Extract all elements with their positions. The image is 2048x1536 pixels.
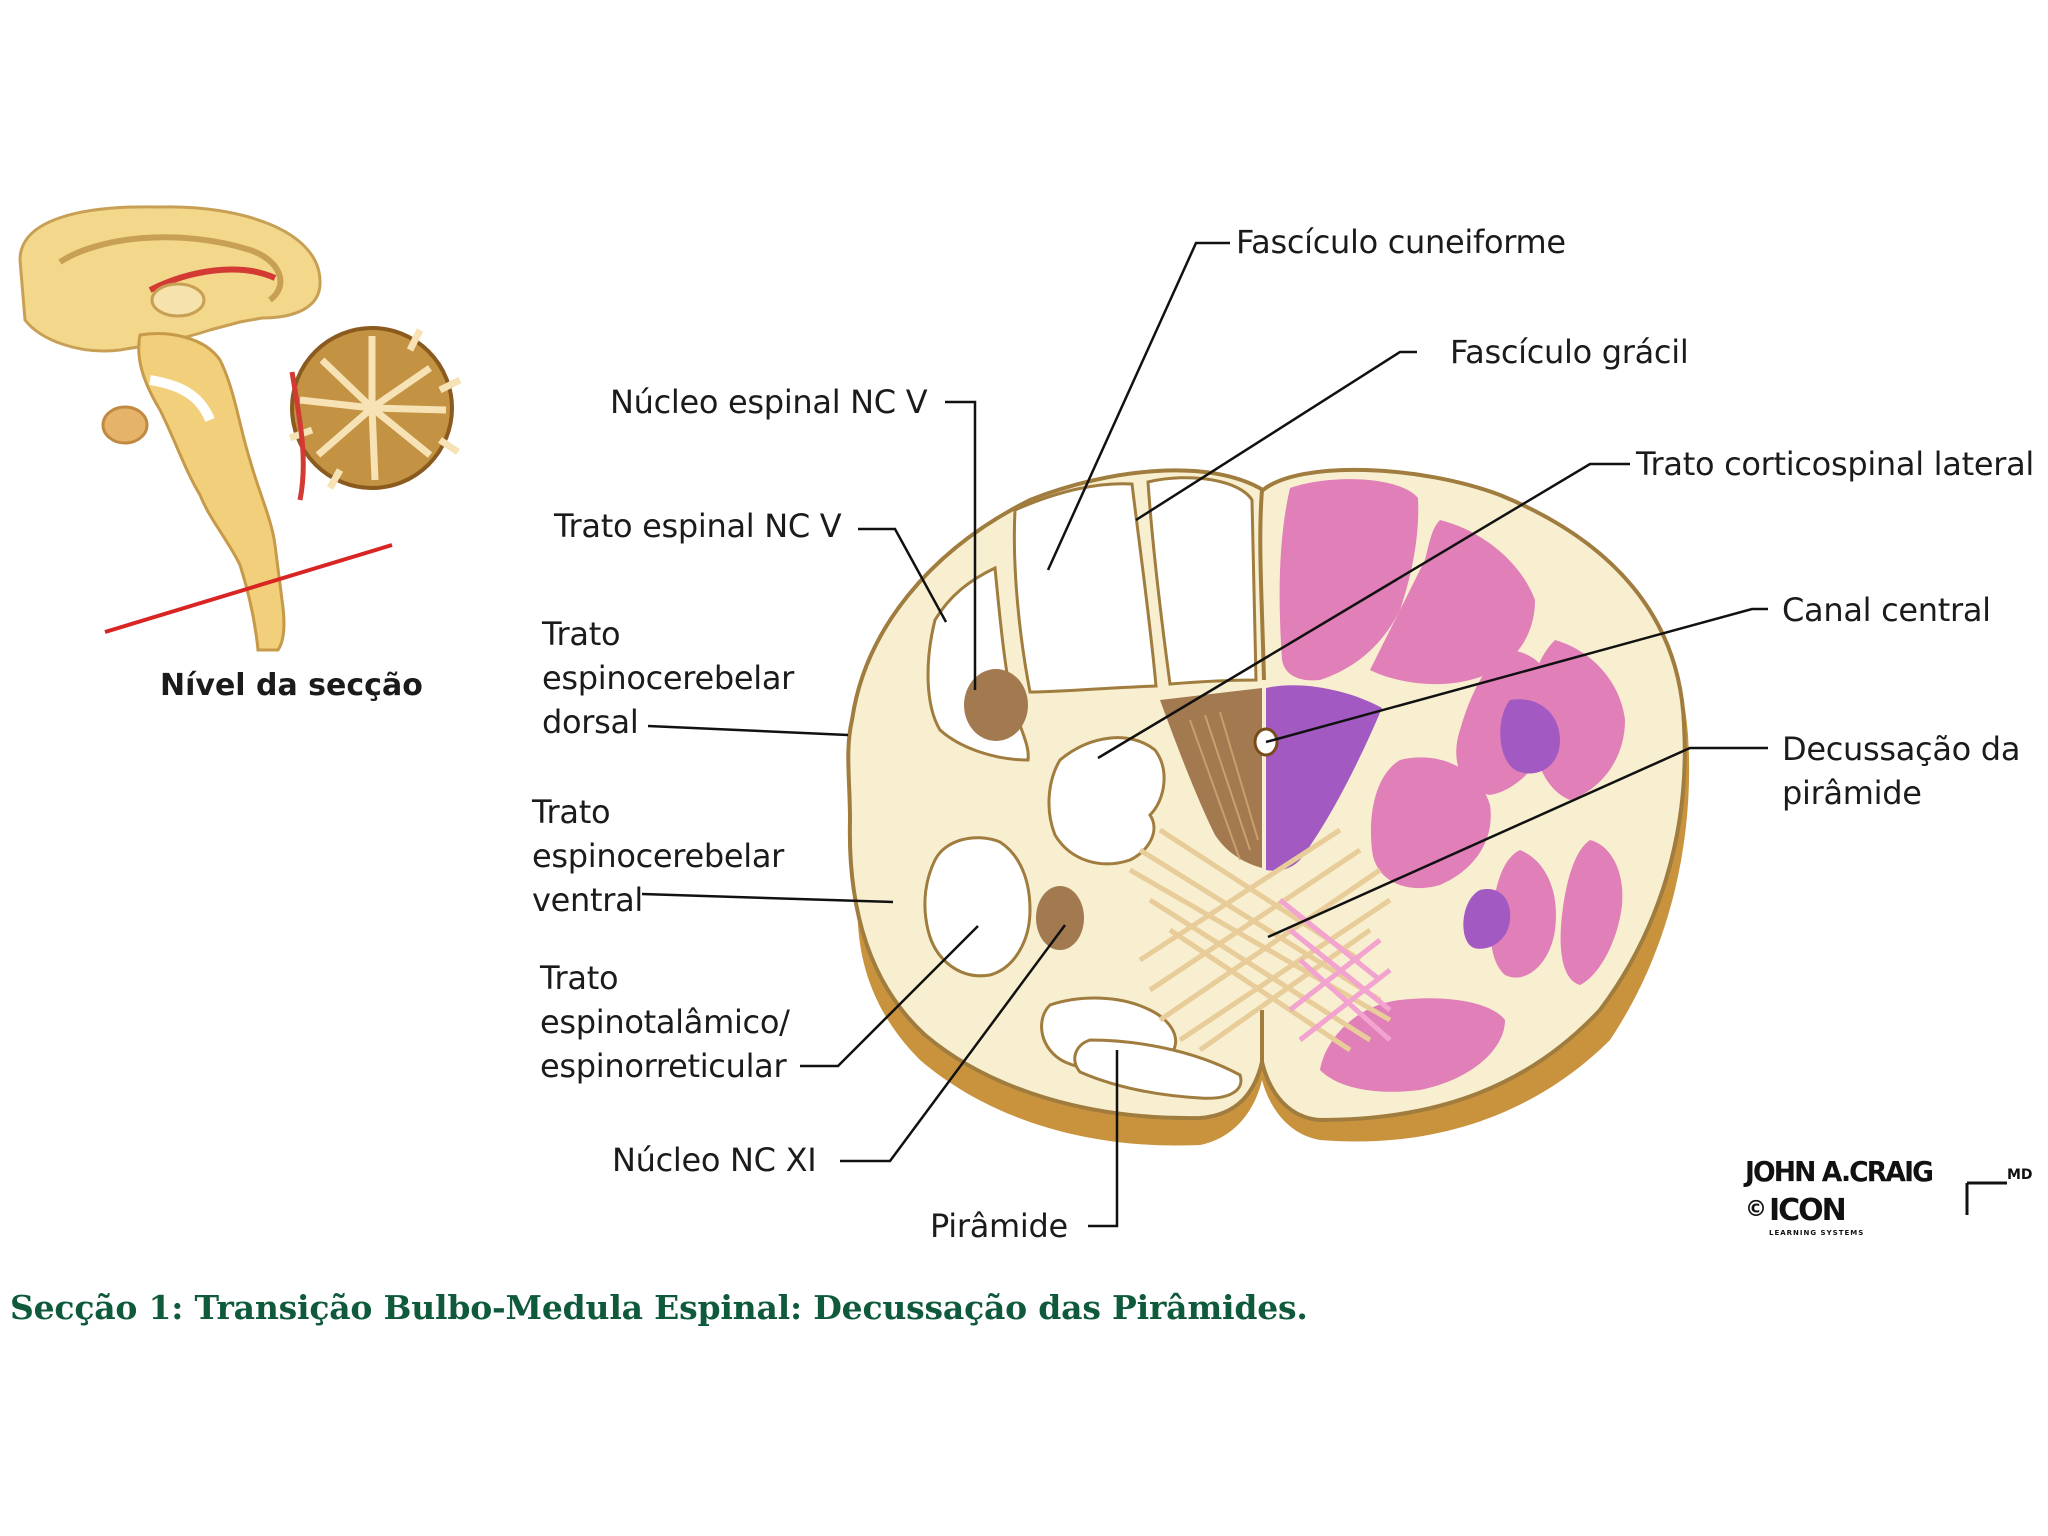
label-canal-central: Canal central <box>1782 591 1991 629</box>
label-decussacao-piramide: Decussação da pirâmide <box>1782 727 2020 815</box>
fasciculo-gracil-left <box>1146 476 1258 686</box>
label-tecd-line-2: espinocerebelar <box>542 659 795 697</box>
leader-fasciculo-gracil <box>1135 350 1417 522</box>
label-tet-line-2: espinotalâmico/ <box>540 1003 790 1041</box>
icon-logo-subtitle: LEARNING SYSTEMS <box>1769 1229 1865 1237</box>
cerebellum-folia <box>288 328 462 490</box>
label-tecd-line-3: dorsal <box>542 703 639 741</box>
label-decussacao-line-1: Decussação da <box>1782 730 2021 768</box>
label-fasciculo-cuneiforme: Fascículo cuneiforme <box>1236 223 1566 261</box>
leader-lines <box>641 241 1768 1228</box>
trato-espinocerebelar-ventral-left <box>923 836 1032 978</box>
label-tet-line-1: Trato <box>540 959 619 997</box>
trato-corticospinal-lateral-right <box>1500 699 1560 774</box>
section-level-line <box>104 543 393 634</box>
artist-signature: JOHN A.CRAIG MD © ICON LEARNING SYSTEMS <box>1745 1155 2045 1245</box>
label-decussacao-line-2: pirâmide <box>1782 774 1922 812</box>
leader-nucleo-nc-xi <box>840 924 1067 1163</box>
label-fasciculo-gracil: Fascículo grácil <box>1450 333 1689 371</box>
fasciculo-cuneiforme-left <box>1012 482 1158 694</box>
nucleo-right-purple <box>1463 889 1511 949</box>
leader-trato-espinocerebelar-ventral <box>641 892 894 904</box>
label-tecv-line-3: ventral <box>532 881 644 919</box>
leader-trato-espinal-nc-v <box>858 527 948 623</box>
label-tet-line-3: espinorreticular <box>540 1047 787 1085</box>
signature-name: JOHN A.CRAIG <box>1745 1155 1934 1188</box>
label-piramide: Pirâmide <box>930 1207 1068 1245</box>
leader-canal-central <box>1265 607 1768 744</box>
nucleo-espinal-nc-v <box>964 669 1028 741</box>
gray-matter-streaks <box>1189 711 1259 861</box>
label-trato-espinal-nc-v: Trato espinal NC V <box>554 507 842 545</box>
label-tecv-line-1: Trato <box>532 793 611 831</box>
decussation-fibers-pink <box>1278 898 1392 1042</box>
signature-underline-icon <box>1965 1181 2007 1215</box>
signature-copyright: © <box>1745 1197 1767 1222</box>
label-trato-espinotalamico: Trato espinotalâmico/ espinorreticular <box>540 956 790 1088</box>
leader-trato-corticospinal-lateral <box>1097 462 1630 760</box>
leader-trato-espinotalamico <box>800 925 979 1068</box>
nucleo-nc-xi <box>1036 886 1084 950</box>
label-trato-espinocerebelar-dorsal: Trato espinocerebelar dorsal <box>542 612 794 744</box>
label-nucleo-espinal-nc-v: Núcleo espinal NC V <box>610 383 928 421</box>
leader-fasciculo-cuneiforme <box>1046 241 1230 571</box>
brain-illustration <box>18 205 462 652</box>
label-trato-corticospinal-lateral: Trato corticospinal lateral <box>1636 445 2034 483</box>
leader-nucleo-espinal-nc-v <box>945 400 977 690</box>
trato-corticospinal-lateral-left <box>1047 736 1166 866</box>
leader-trato-espinocerebelar-dorsal <box>647 724 849 737</box>
section-level-caption: Nível da secção <box>160 668 423 703</box>
leader-decussacao <box>1267 746 1768 939</box>
leader-piramide <box>1088 1050 1119 1228</box>
label-nucleo-nc-xi: Núcleo NC XI <box>612 1141 817 1179</box>
label-tecv-line-2: espinocerebelar <box>532 837 785 875</box>
figure-caption: Secção 1: Transição Bulbo-Medula Espinal… <box>10 1288 1308 1327</box>
label-tecd-line-1: Trato <box>542 615 621 653</box>
label-trato-espinocerebelar-ventral: Trato espinocerebelar ventral <box>532 790 784 922</box>
gray-matter-right <box>1266 685 1382 871</box>
signature-suffix: MD <box>2007 1167 2033 1183</box>
icon-logo: ICON <box>1769 1193 1847 1228</box>
